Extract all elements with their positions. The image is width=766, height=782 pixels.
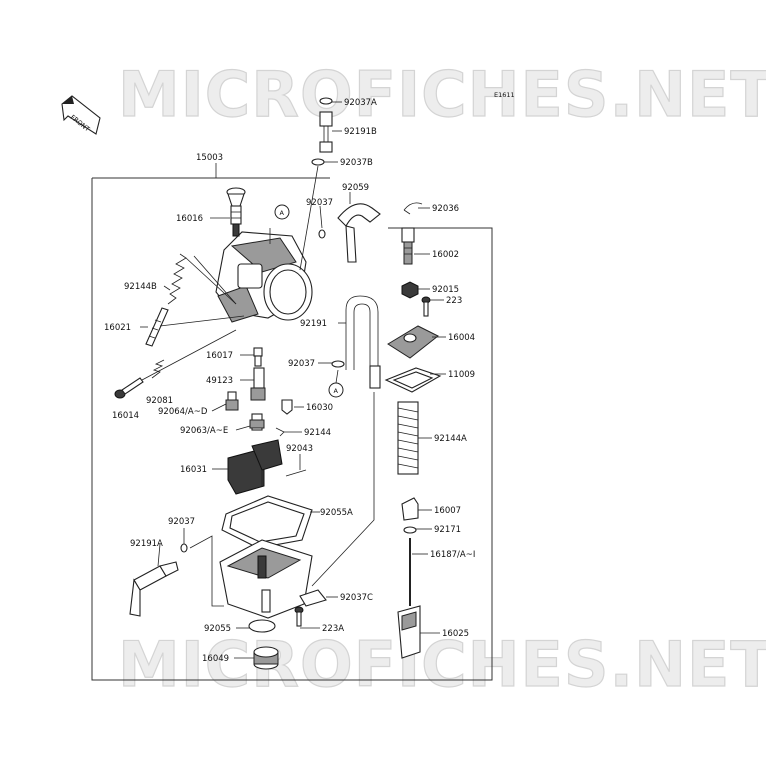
label-16007: 16007 bbox=[434, 506, 461, 516]
watermark-top: MICROFICHES.NET bbox=[118, 58, 766, 131]
label-16002: 16002 bbox=[432, 250, 459, 260]
label-92037b: 92037B bbox=[340, 158, 373, 168]
label-92055: 92055 bbox=[204, 624, 231, 634]
hose-path bbox=[311, 392, 375, 587]
idle-screw-16021 bbox=[145, 307, 169, 347]
label-92064: 92064/A~D bbox=[158, 407, 208, 417]
jet-holder-49123 bbox=[250, 367, 266, 401]
leader-92144b-body bbox=[185, 257, 237, 305]
spring-92144b bbox=[167, 253, 187, 305]
label-16025: 16025 bbox=[442, 629, 469, 639]
needle-jet-16017 bbox=[253, 347, 263, 367]
pilot-air-screw-16016 bbox=[226, 187, 246, 237]
label-92037-low: 92037 bbox=[168, 517, 195, 527]
float-16031 bbox=[227, 439, 283, 495]
label-92036: 92036 bbox=[432, 204, 459, 214]
label-92144: 92144 bbox=[304, 428, 331, 438]
pilot-jet-92063 bbox=[249, 413, 265, 431]
clip-92037-mid bbox=[331, 360, 345, 368]
hose-92191a bbox=[129, 561, 179, 617]
label-92063: 92063/A~E bbox=[180, 426, 228, 436]
main-jet-92064 bbox=[225, 391, 239, 411]
label-16004: 16004 bbox=[448, 333, 475, 343]
svg-text:A: A bbox=[280, 209, 285, 217]
label-16014: 16014 bbox=[112, 411, 139, 421]
needle-holder-16007 bbox=[401, 497, 419, 521]
hose-92059 bbox=[337, 203, 381, 263]
clip-92144 bbox=[275, 427, 285, 437]
clip-92036 bbox=[403, 202, 423, 215]
label-49123: 49123 bbox=[206, 376, 233, 386]
label-223: 223 bbox=[446, 296, 462, 306]
diagram-code: E1611 bbox=[494, 91, 515, 99]
label-92015: 92015 bbox=[432, 285, 459, 295]
front-arrow-icon: FRONT bbox=[61, 95, 101, 135]
label-16021: 16021 bbox=[104, 323, 131, 333]
spring-92081 bbox=[151, 359, 165, 379]
callout-a-top: A bbox=[274, 204, 290, 220]
svg-text:A: A bbox=[334, 387, 339, 395]
carburetor-body bbox=[215, 228, 313, 323]
label-16016: 16016 bbox=[176, 214, 203, 224]
label-92037-top: 92037 bbox=[306, 198, 333, 208]
label-92037c: 92037C bbox=[340, 593, 373, 603]
label-15003: 15003 bbox=[196, 153, 223, 163]
label-92037-mid: 92037 bbox=[288, 359, 315, 369]
label-92081: 92081 bbox=[146, 396, 173, 406]
nut-92015 bbox=[401, 281, 419, 299]
float-bowl bbox=[219, 539, 313, 619]
label-92191a: 92191A bbox=[130, 539, 163, 549]
clip-92037-low bbox=[180, 543, 188, 553]
spring-92144a bbox=[397, 401, 419, 475]
clip-92171 bbox=[403, 526, 417, 534]
label-92191: 92191 bbox=[300, 319, 327, 329]
pin-92043 bbox=[285, 469, 307, 477]
screw-223a bbox=[294, 606, 304, 627]
label-92144a: 92144A bbox=[434, 434, 467, 444]
hose-92191 bbox=[345, 295, 381, 389]
clip-92037a bbox=[319, 97, 333, 105]
label-11009: 11009 bbox=[448, 370, 475, 380]
label-92144b: 92144B bbox=[124, 282, 157, 292]
label-92055a: 92055A bbox=[320, 508, 353, 518]
float-valve-16030 bbox=[281, 399, 293, 415]
screw-16014 bbox=[114, 377, 144, 399]
top-cap-16004 bbox=[387, 325, 439, 359]
label-92171: 92171 bbox=[434, 525, 461, 535]
clip-92037-top bbox=[318, 229, 326, 239]
label-92191b: 92191B bbox=[344, 127, 377, 137]
label-16049: 16049 bbox=[202, 654, 229, 664]
throttle-valve-16025 bbox=[397, 605, 421, 659]
callout-a-mid: A bbox=[328, 382, 344, 398]
clip-92037b bbox=[311, 158, 325, 166]
label-92043: 92043 bbox=[286, 444, 313, 454]
leader-lines bbox=[140, 101, 446, 659]
frame-left bbox=[91, 178, 493, 681]
label-16030: 16030 bbox=[306, 403, 333, 413]
o-ring-92055 bbox=[248, 619, 276, 633]
screw-223 bbox=[421, 296, 431, 317]
label-16187: 16187/A~I bbox=[430, 550, 475, 560]
bracket-92037c bbox=[299, 589, 327, 607]
part-labels: 15003 16016 92144B 16021 16014 92081 160… bbox=[104, 98, 475, 664]
label-16017: 16017 bbox=[206, 351, 233, 361]
drain-plug-16049 bbox=[253, 646, 279, 670]
label-16031: 16031 bbox=[180, 465, 207, 475]
label-92059: 92059 bbox=[342, 183, 369, 193]
cable-adjuster-16002 bbox=[401, 227, 415, 265]
label-92037a: 92037A bbox=[344, 98, 377, 108]
watermark-bottom: MICROFICHES.NET bbox=[118, 628, 766, 701]
label-223a: 223A bbox=[322, 624, 344, 634]
